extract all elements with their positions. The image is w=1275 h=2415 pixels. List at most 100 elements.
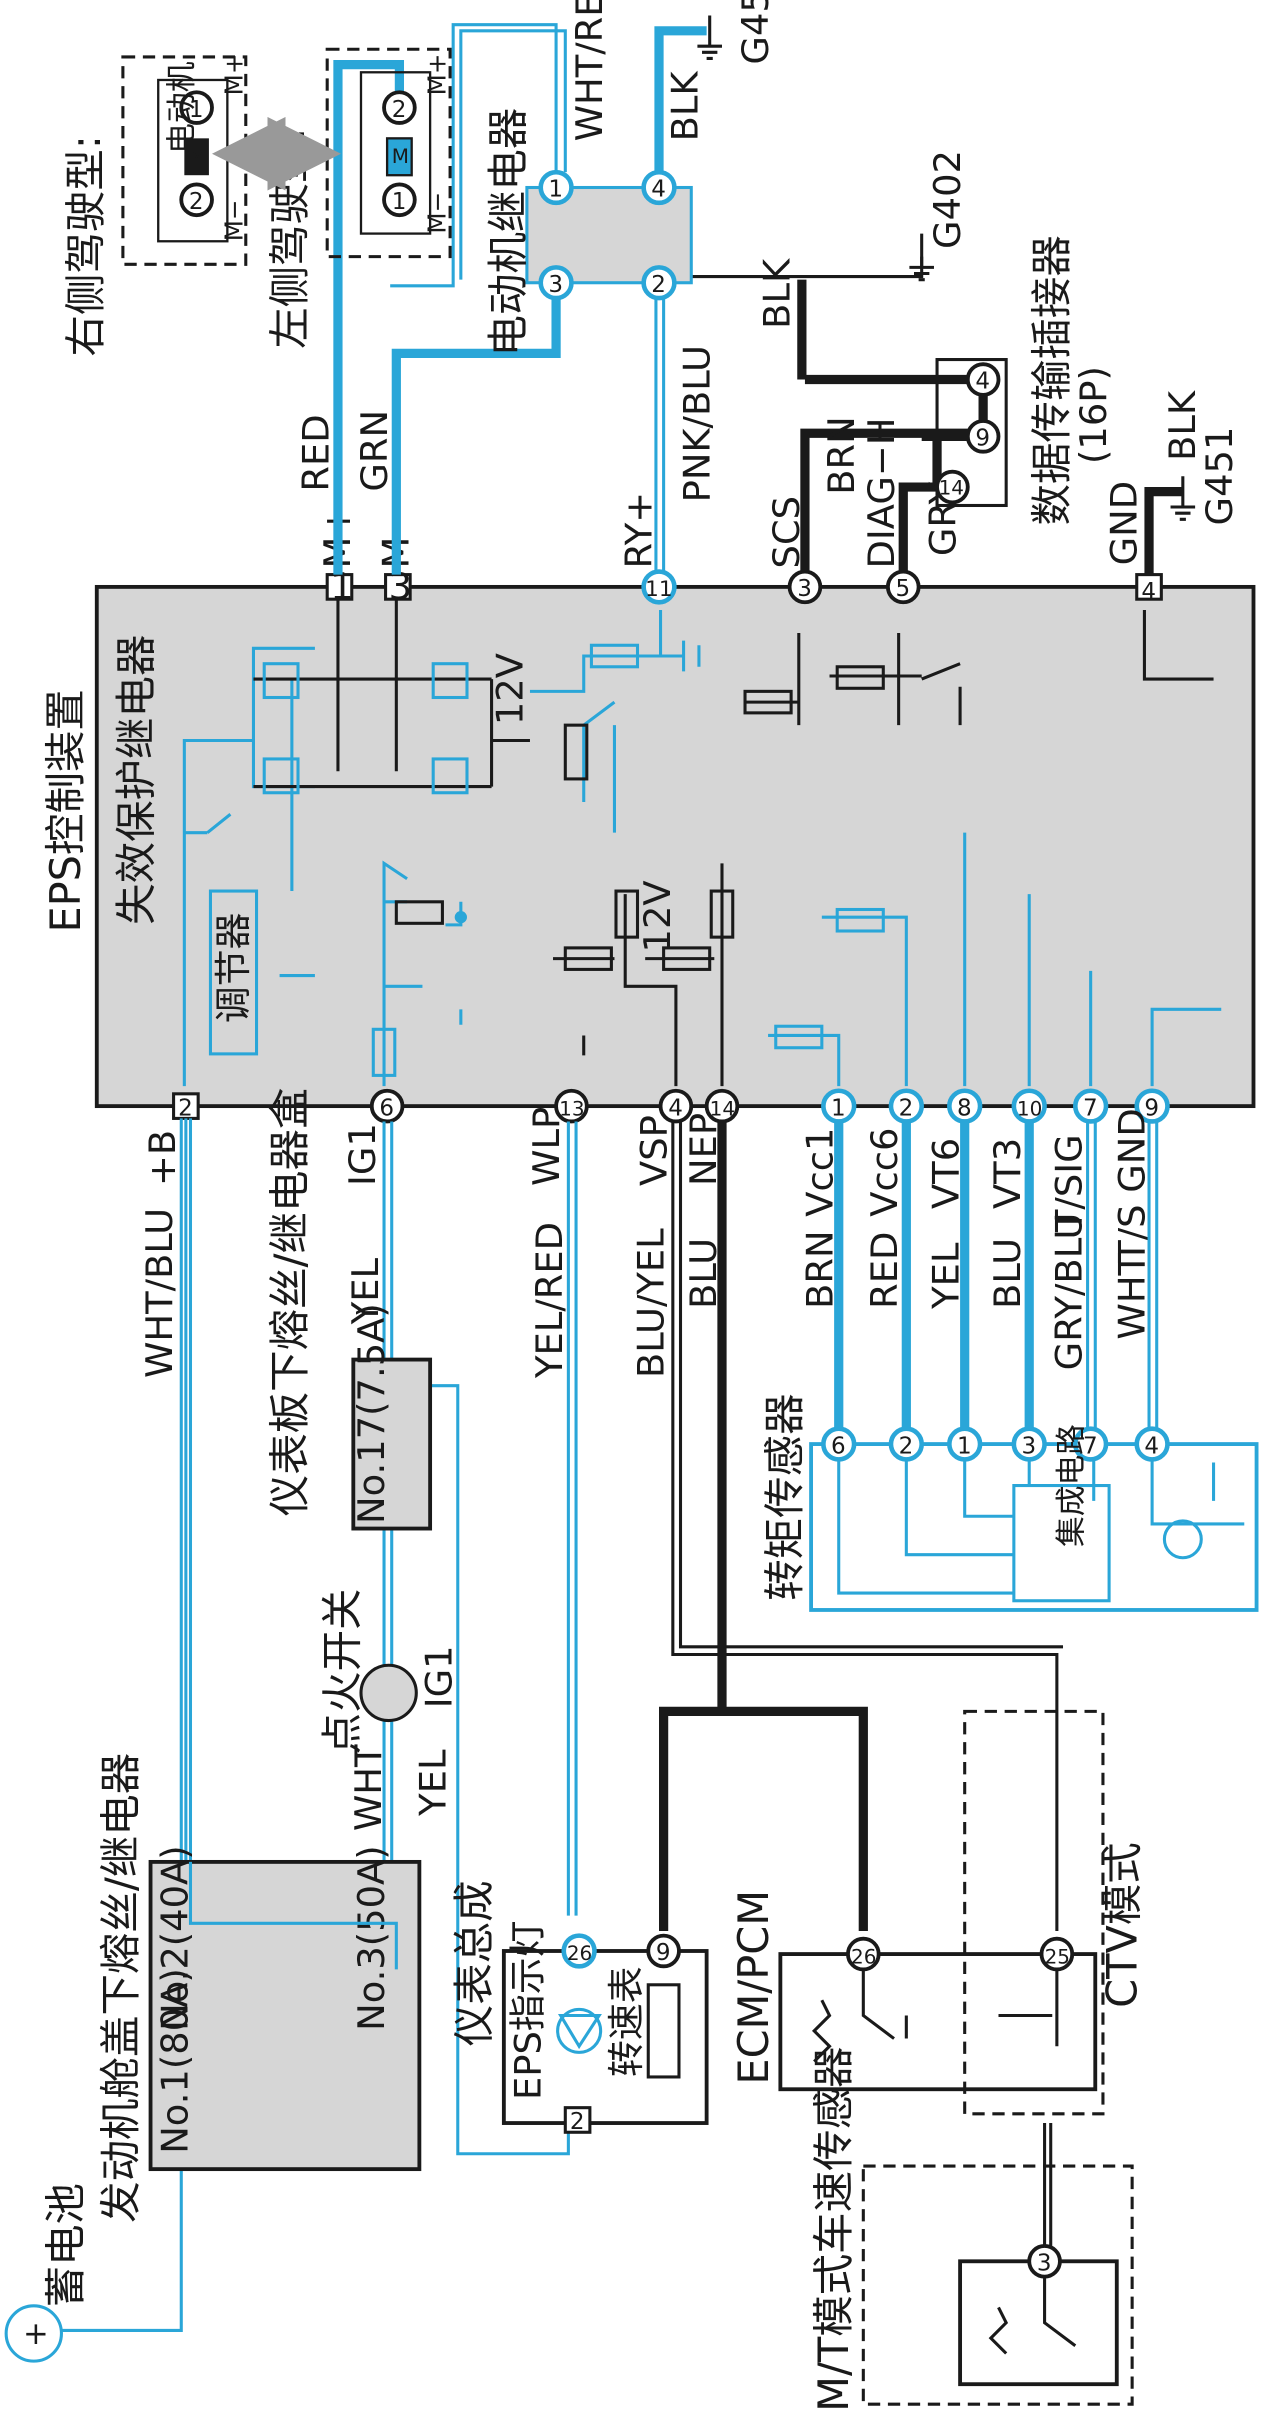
wire-red-top: RED <box>295 414 338 491</box>
diagram-label-1: 4 <box>651 177 666 203</box>
wire-blu-yel: BLU/YEL <box>630 1228 673 1378</box>
eps-pin-3: 3 <box>389 565 412 608</box>
diagram-label-8: M− <box>422 192 451 234</box>
diagram-label-34: 4 <box>1144 1433 1159 1459</box>
battery: + 蓄电池 <box>4 2183 90 2363</box>
eps-title: EPS控制装置 <box>42 689 90 932</box>
wire-wht-red: WHT/RED <box>568 0 611 141</box>
diagram-label-18: 2 <box>178 1095 193 1121</box>
diagram-label-20: 13 <box>559 1096 584 1120</box>
right-drive-label: 右侧驾驶型: <box>62 135 110 356</box>
diagram-label-33: 7 <box>1083 1433 1098 1459</box>
g402: G402 <box>926 150 969 249</box>
torque-title: 转矩传感器 <box>761 1393 809 1600</box>
fuse-no3: No.3(50A) <box>350 1845 393 2031</box>
mt-speed-sensor: 3 M/T模式车速传感器 <box>810 2046 1134 2412</box>
wire-yel-red: YEL/RED <box>528 1222 571 1379</box>
engine-box-title: 发动机舱盖下熔丝/继电器 <box>97 1753 145 2223</box>
failsafe-relay-label: 失效保护继电器 <box>113 635 161 925</box>
eps-12v-label-b: 12V <box>636 880 679 952</box>
dash-fuse-box: No.17(7.5A) 仪表板下熔丝/继电器盒 <box>266 1088 433 1531</box>
wire-wht-tsgnd: WHT <box>1110 1252 1153 1339</box>
g451-bottom: G451 <box>1198 427 1241 526</box>
torque-sensor: 6 2 1 3 7 4 集成电路 转矩传感器 <box>761 1393 1259 1612</box>
ecm-pcm: 26 25 ECM/PCM CTV模式 <box>730 1709 1147 2116</box>
wire-gry-blu: GRY/BLU <box>1047 1213 1090 1371</box>
diagram-label-39: 26 <box>851 1944 876 1968</box>
diagram-label-12: 电动机 <box>164 61 200 153</box>
wire-yel-vt6: YEL <box>925 1242 968 1310</box>
dlc-title: 数据传输插接器 <box>1028 235 1076 525</box>
wire-blu-nep: BLU <box>682 1238 725 1309</box>
ignition-pin: IG1 <box>418 1645 461 1708</box>
pin-name-ry: RY+ <box>617 492 660 569</box>
diagram-label-2: 3 <box>548 272 563 298</box>
wire-blk-scs: BLK <box>756 258 799 329</box>
ignition-switch: 点火开关 IG1 WHT YEL <box>318 1588 460 1831</box>
bottom-wires: WHT/BLU YEL YEL/RED BLU/YEL BLU BRN RED … <box>61 1118 1159 2332</box>
diagram-label-3: 2 <box>651 272 666 298</box>
wire-brn-diag: BRN <box>820 416 863 494</box>
eps-pin-1: 1 <box>330 565 353 608</box>
eps-pin-5: 5 <box>896 576 911 602</box>
wire-pnk-blu: PNK/BLU <box>676 345 719 502</box>
diagram-label-42: + <box>23 2316 49 2352</box>
diagram-label-16: 9 <box>975 426 990 452</box>
diagram-label-29: 6 <box>831 1433 846 1459</box>
diagram-label-9: M <box>189 144 206 168</box>
cluster-lamp: EPS指示灯 <box>507 1921 550 2101</box>
wire-wht-blu: WHT/BLU <box>138 1208 181 1378</box>
diagram-label-36: 26 <box>567 1941 592 1965</box>
motor-right-drive: M 1 2 电动机 M+ M− 右侧驾驶型: <box>62 54 342 356</box>
regulator-box <box>208 889 259 1056</box>
diagram-label-11: 2 <box>189 189 204 215</box>
diagram-label-40: 25 <box>1045 1944 1070 1968</box>
wire-red-vcc6: RED <box>863 1232 906 1309</box>
cluster-tacho: 转速表 <box>605 1966 648 2077</box>
diagram-label-24: 2 <box>899 1095 914 1121</box>
diagram-label-21: 4 <box>668 1095 683 1121</box>
battery-label: 蓄电池 <box>42 2183 90 2307</box>
diagram-label-17: 14 <box>939 476 964 500</box>
diagram-label-7: M+ <box>422 54 451 96</box>
pin-name-vt3: VT3 <box>986 1138 1029 1209</box>
diagram-label-22: 14 <box>710 1096 735 1120</box>
ignition-wire-out: YEL <box>411 1749 454 1817</box>
diagram-label-5: 2 <box>392 97 407 123</box>
diagram-label-31: 1 <box>957 1433 972 1459</box>
data-link-connector: 4 9 14 数据传输插接器 (16P) <box>935 235 1115 525</box>
instrument-cluster: 26 9 2 EPS指示灯 转速表 仪表总成 <box>450 1880 709 2135</box>
diagram-label-4: M <box>392 144 409 168</box>
diagram-label-41: 3 <box>1037 2251 1052 2277</box>
pin-name-gnd: GND <box>1103 481 1146 566</box>
motor-relay-title: 电动机继电器 <box>484 108 532 357</box>
ignition-wire-in: WHT <box>347 1744 390 1831</box>
ignition-title: 点火开关 <box>318 1588 366 1754</box>
eps-12v-label-a: 12V <box>488 653 531 725</box>
engine-fuse-box: No.1(80A) No.2(40A) No.3(50A) 发动机舱盖下熔丝/继… <box>97 1753 422 2223</box>
wire-yel-ig1: YEL <box>344 1257 387 1325</box>
torque-ic-label: 集成电路 <box>1053 1424 1089 1547</box>
wire-brn-vcc1: BRN <box>799 1230 842 1308</box>
eps-pin-4: 4 <box>1141 579 1156 605</box>
top-wires: RED GRN PNK/BLU BLK BRN GRY BLK WHT/RED … <box>295 0 1204 575</box>
eps-pin-3-scs: 3 <box>797 576 812 602</box>
pin-name-b: +B <box>141 1130 184 1186</box>
pin-name-vcc6: Vcc6 <box>863 1128 906 1217</box>
regulator-label: 调节器 <box>212 913 255 1024</box>
g451-top: G451 <box>734 0 777 65</box>
dlc-sub: (16P) <box>1072 366 1115 464</box>
diagram-label-28: 9 <box>1144 1095 1159 1121</box>
diagram-label-26: 10 <box>1017 1096 1042 1120</box>
cluster-title: 仪表总成 <box>450 1880 498 2046</box>
motor-left-drive: M 2 1 M+ M− 左侧驾驶型: <box>266 47 452 349</box>
eps-internal-circuit: 12V 12V <box>182 586 1222 1087</box>
diagram-label-37: 9 <box>656 1940 671 1966</box>
wire-blu-vt3: BLU <box>986 1238 1029 1309</box>
pin-name-tsgnd: T/S GND <box>1110 1108 1153 1264</box>
eps-pin-11: 11 <box>645 577 672 602</box>
diagram-label-27: 7 <box>1083 1095 1098 1121</box>
fuse-no1: No.1(80A) <box>153 1968 196 2154</box>
bottom-connector-pins: 2 6 13 4 14 1 2 8 10 7 9 +B IG1 WLP VSP … <box>141 1088 1170 1264</box>
